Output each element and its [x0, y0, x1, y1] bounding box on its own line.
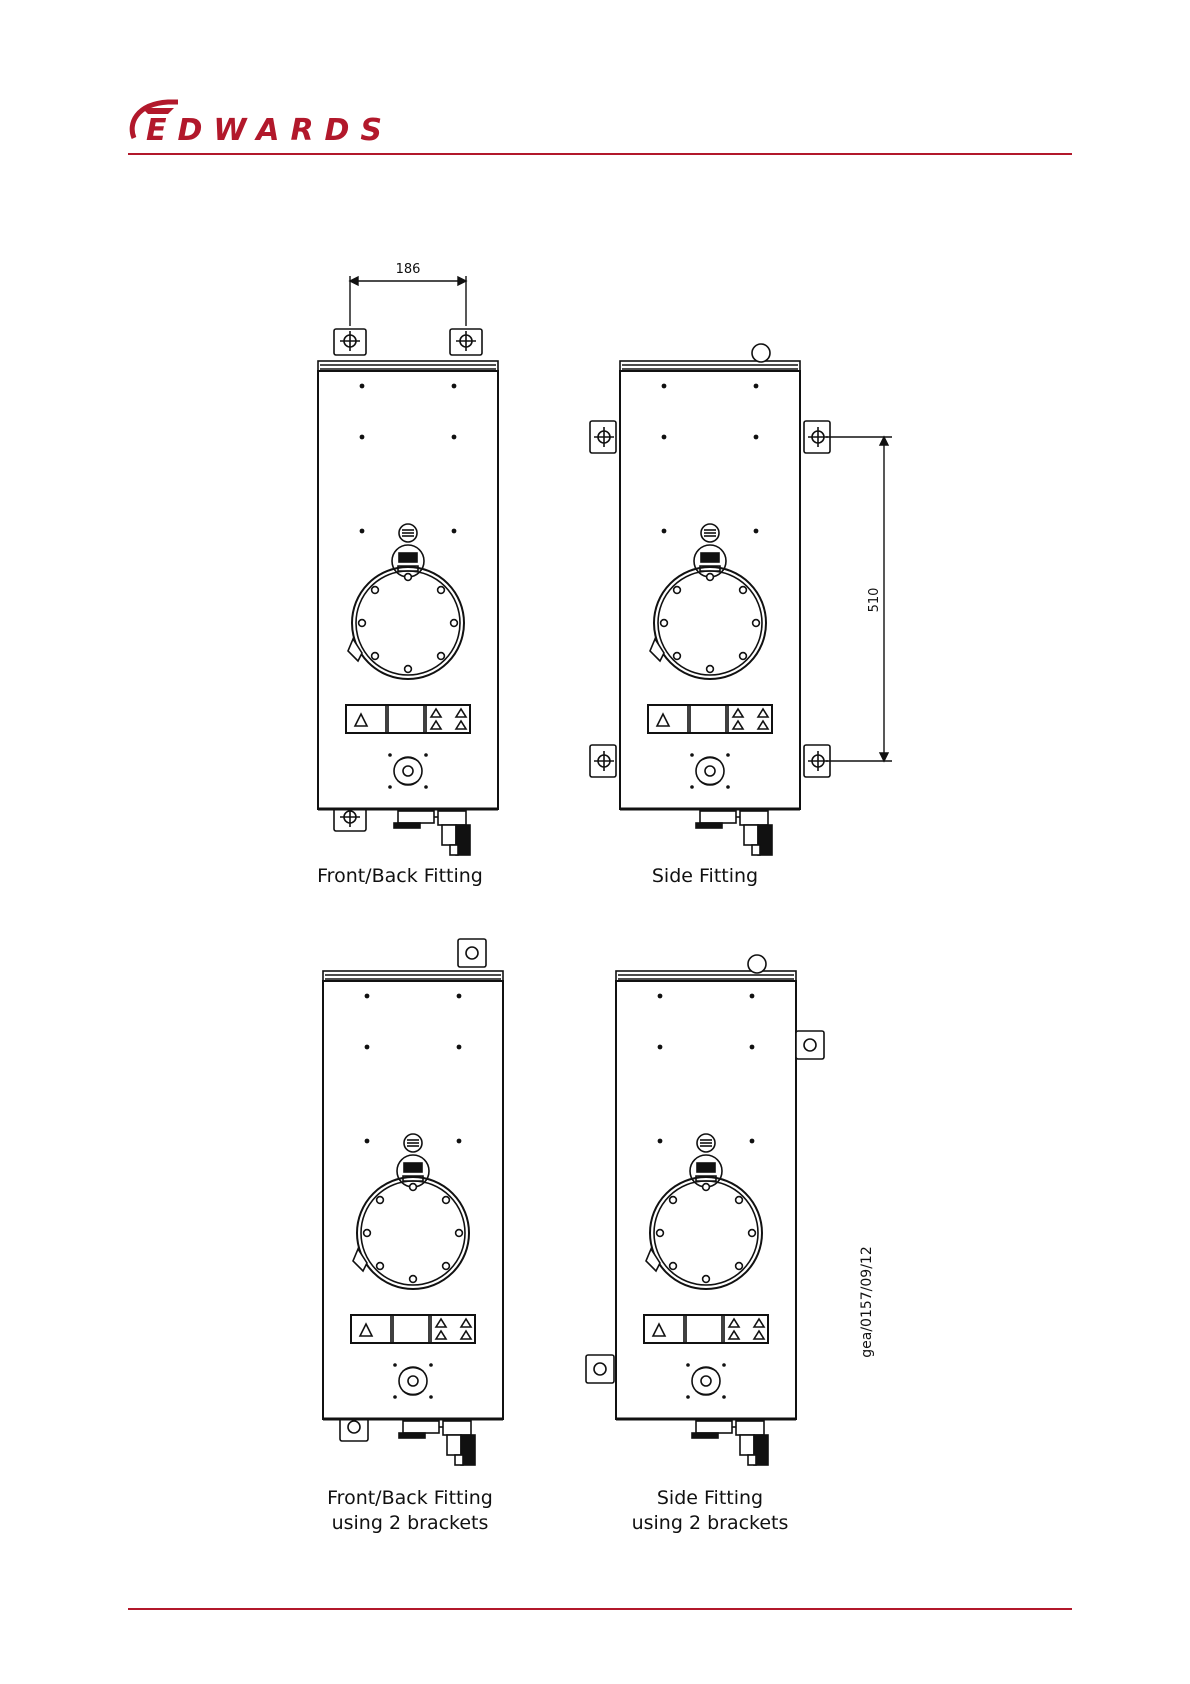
pump-side-2-brackets [586, 955, 824, 1465]
dimension-width-label: 186 [396, 262, 421, 277]
dimension-height: 510 [826, 437, 892, 761]
dimension-height-label: 510 [867, 588, 882, 613]
caption-side-2-brackets: Side Fitting using 2 brackets [610, 1486, 810, 1536]
drawing-reference: gea/0157/09/12 [859, 1246, 875, 1358]
caption-line: Side Fitting [610, 1486, 810, 1511]
pump-front-back-2-brackets [323, 939, 503, 1465]
caption-front-back-2-brackets: Front/Back Fitting using 2 brackets [310, 1486, 510, 1536]
caption-front-back: Front/Back Fitting [300, 864, 500, 889]
dimension-width: 186 [350, 262, 466, 326]
caption-line: using 2 brackets [610, 1511, 810, 1536]
pump-front-back [318, 329, 498, 855]
caption-line: using 2 brackets [310, 1511, 510, 1536]
caption-line: Side Fitting [610, 864, 800, 889]
pump-side [590, 344, 830, 855]
caption-line: Front/Back Fitting [310, 1486, 510, 1511]
caption-side: Side Fitting [610, 864, 800, 889]
caption-line: Front/Back Fitting [300, 864, 500, 889]
